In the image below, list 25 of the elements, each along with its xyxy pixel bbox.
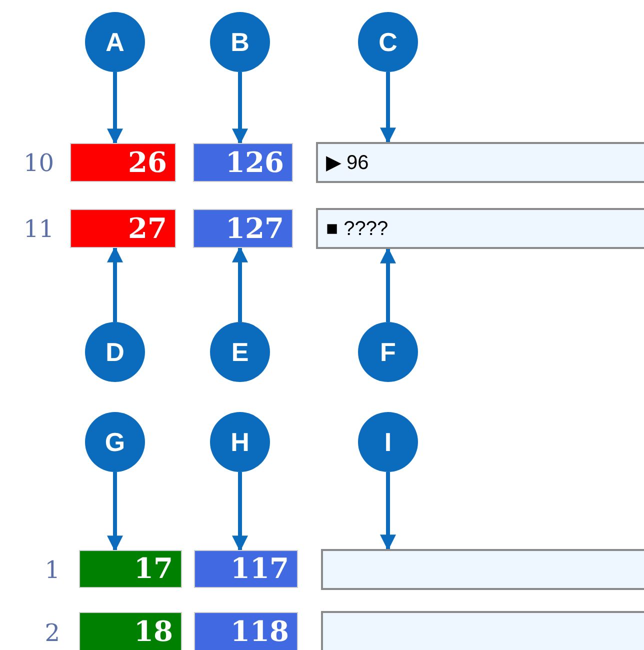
arrow: [107, 72, 123, 145]
number-cell: 26: [70, 143, 176, 182]
arrow: [380, 247, 396, 322]
arrow: [232, 246, 248, 322]
arrow: [107, 472, 123, 552]
number-cell: 27: [70, 209, 176, 248]
arrow: [232, 72, 248, 145]
number-cell: 127: [193, 209, 293, 248]
row-number: 1: [44, 555, 60, 586]
arrow: [380, 472, 396, 551]
number-cell: 118: [194, 612, 298, 650]
arrow: [232, 472, 248, 552]
number-cell: 126: [193, 143, 293, 182]
row-number: 2: [44, 618, 60, 649]
empty-text-field: [321, 549, 644, 590]
row-number: 10: [22, 148, 54, 179]
text-field: ■ ????: [316, 208, 644, 249]
number-cell: 18: [79, 612, 182, 650]
row-number: 11: [22, 214, 54, 245]
number-cell: 17: [79, 550, 182, 588]
text-field: ▶ 96: [316, 142, 644, 183]
empty-text-field: [321, 611, 644, 650]
arrow: [380, 72, 396, 144]
number-cell: 117: [194, 550, 298, 588]
arrow: [107, 246, 123, 322]
